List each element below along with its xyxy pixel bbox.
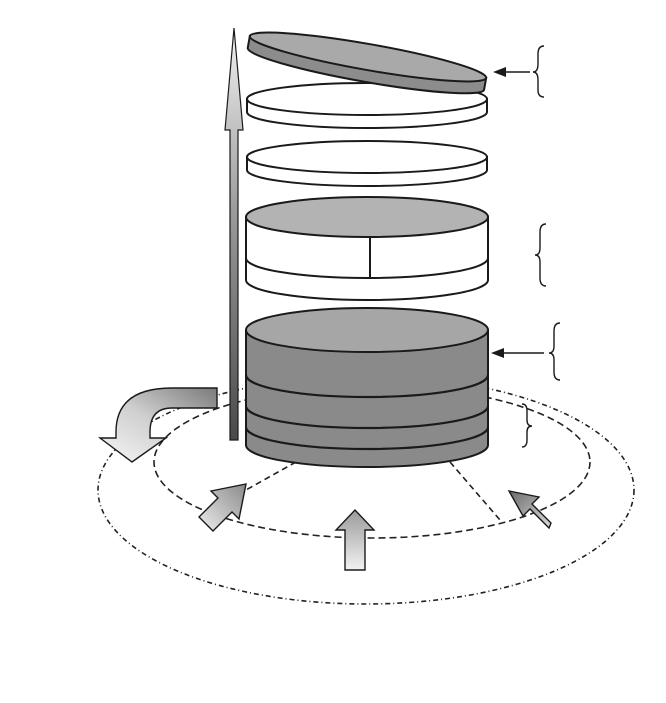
- white-disc-upper: [246, 82, 488, 129]
- vertical-gradient-arrow-icon: [224, 27, 244, 441]
- pointer-arrow-stack-icon: [491, 348, 544, 358]
- tilted-lid: [246, 31, 488, 95]
- brace-top-icon: [532, 45, 545, 98]
- brace-middle-icon: [534, 223, 547, 287]
- inflow-arrow-center-icon: [334, 508, 376, 571]
- brace-bottom-icon: [521, 403, 533, 448]
- inner-dashed-ring: [153, 385, 591, 539]
- white-disc-lower: [246, 140, 488, 187]
- split-disc: [245, 196, 489, 301]
- bottom-dark-stack: [244, 307, 490, 468]
- inflow-arrow-right-icon: [507, 490, 552, 530]
- brace-stack-icon: [548, 322, 561, 381]
- dashed-spokes: [227, 461, 501, 521]
- inflow-arrow-left-icon: [198, 483, 247, 532]
- pointer-arrow-lid-icon: [493, 67, 530, 77]
- curved-outflow-arrow-icon: [97, 387, 218, 463]
